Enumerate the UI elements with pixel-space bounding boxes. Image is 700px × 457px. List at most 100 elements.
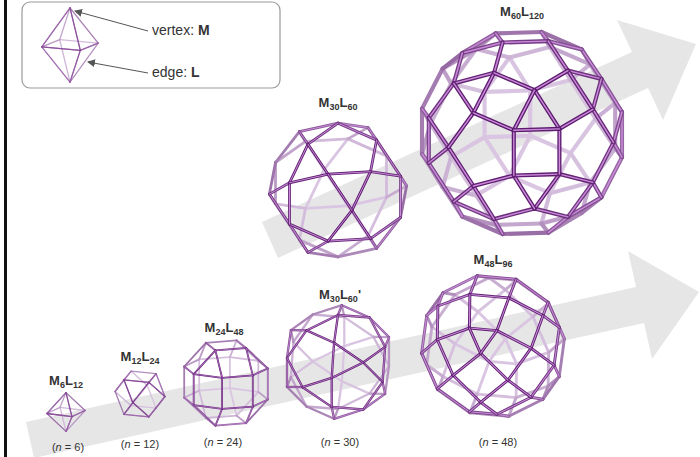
ligand-edge	[290, 224, 329, 241]
edge-highlight	[332, 363, 364, 378]
ligand-edge	[269, 183, 289, 194]
edge-highlight	[42, 8, 70, 47]
text-part: 2	[215, 327, 220, 337]
ligand-edge	[505, 317, 533, 339]
ligand-edge	[481, 353, 508, 380]
edge-highlight	[332, 343, 334, 378]
ligand-edge	[338, 305, 342, 315]
text-part: L	[339, 95, 347, 110]
ligand-edge	[237, 340, 247, 348]
ligand-edge	[124, 414, 149, 417]
ligand-edge	[230, 388, 258, 392]
edge-highlight	[531, 316, 543, 349]
ligand-edge	[614, 112, 623, 142]
ligand-edge	[437, 389, 469, 412]
edge-highlight	[437, 340, 453, 376]
edge-highlight	[237, 340, 247, 348]
side-bar	[4, 0, 7, 457]
text-part: 4	[484, 259, 489, 269]
ligand-edge	[133, 403, 149, 417]
edge-highlight	[593, 182, 602, 197]
ligand-edge	[438, 294, 470, 306]
ligand-edge	[497, 331, 531, 349]
ligand-edge	[535, 71, 568, 91]
text-part: 2	[226, 436, 232, 448]
text-part: 4	[220, 327, 225, 337]
text-part: :	[190, 22, 194, 38]
ligand-edge	[568, 71, 593, 110]
edge-highlight	[331, 378, 332, 407]
ligand-edge	[342, 381, 370, 393]
text-part: M	[198, 22, 210, 38]
edge-highlight	[481, 331, 497, 354]
text-part	[489, 436, 492, 448]
edge-highlight	[66, 417, 72, 432]
text-part: 1	[73, 380, 78, 390]
ligand-edge	[429, 147, 449, 163]
text-part: 3	[330, 294, 335, 304]
ligand-edge	[494, 73, 534, 90]
edge-highlight	[593, 142, 614, 182]
ligand-edge	[494, 43, 503, 73]
text-part: 8	[507, 436, 513, 448]
text-part: 2	[534, 11, 539, 21]
edge-highlight	[66, 393, 72, 417]
ligand-edge	[489, 339, 505, 362]
text-part	[131, 438, 134, 450]
ligand-edge	[184, 343, 206, 367]
ligand-edge	[183, 367, 185, 398]
edge-highlight	[72, 411, 85, 417]
edge-highlight	[124, 371, 131, 380]
ligand-edge	[237, 416, 247, 424]
ligand-edge	[505, 339, 516, 364]
ligand-edge	[443, 69, 452, 84]
text-part	[71, 441, 74, 453]
ligand-edge	[131, 371, 147, 385]
ligand-edge	[291, 329, 307, 332]
text-part: 4	[501, 436, 507, 448]
edge-highlight	[303, 387, 332, 407]
ligand-edge	[237, 392, 259, 416]
count-label: (n = 12)	[121, 438, 159, 451]
edge-highlight	[290, 174, 329, 183]
text-part: L	[340, 287, 348, 302]
text-part: (	[121, 438, 125, 450]
edge-highlight	[481, 353, 508, 380]
text-part	[194, 22, 198, 38]
ligand-edge	[338, 315, 370, 318]
edge-highlight	[287, 386, 303, 387]
ligand-edge	[66, 417, 72, 432]
ligand-edge	[470, 294, 509, 298]
text-part: 6	[347, 102, 352, 112]
edge-highlight	[554, 365, 559, 376]
edge-highlight	[454, 53, 463, 83]
ligand-edge	[469, 402, 480, 412]
ligand-edge	[299, 132, 308, 145]
ligand-edge	[215, 348, 246, 350]
ligand-edge	[206, 343, 216, 351]
ligand-edge	[194, 374, 222, 378]
edge-highlight	[222, 378, 223, 409]
edge-highlight	[371, 218, 401, 239]
ligand-edge	[548, 41, 568, 71]
ligand-edge	[494, 209, 534, 220]
text-part: (	[52, 441, 56, 453]
edge-highlight	[370, 318, 386, 347]
text-part: M	[319, 287, 330, 302]
ligand-edge	[473, 73, 494, 113]
edge-highlight	[503, 41, 549, 42]
edge-highlight	[422, 353, 438, 389]
ligand-edge	[147, 374, 156, 386]
ligand-edge	[253, 368, 268, 375]
text-part: M	[319, 95, 330, 110]
text-part: n	[483, 436, 489, 448]
count-label: (n = 30)	[321, 436, 359, 449]
ligand-edge	[509, 298, 543, 316]
ligand-edge	[535, 90, 560, 129]
icosidodecahedron-isomer	[287, 305, 389, 419]
edge-highlight	[494, 43, 503, 73]
ligand-edge	[269, 163, 275, 195]
text-part: e	[175, 22, 183, 38]
ligand-edge	[469, 328, 480, 353]
edge-highlight	[383, 382, 386, 394]
